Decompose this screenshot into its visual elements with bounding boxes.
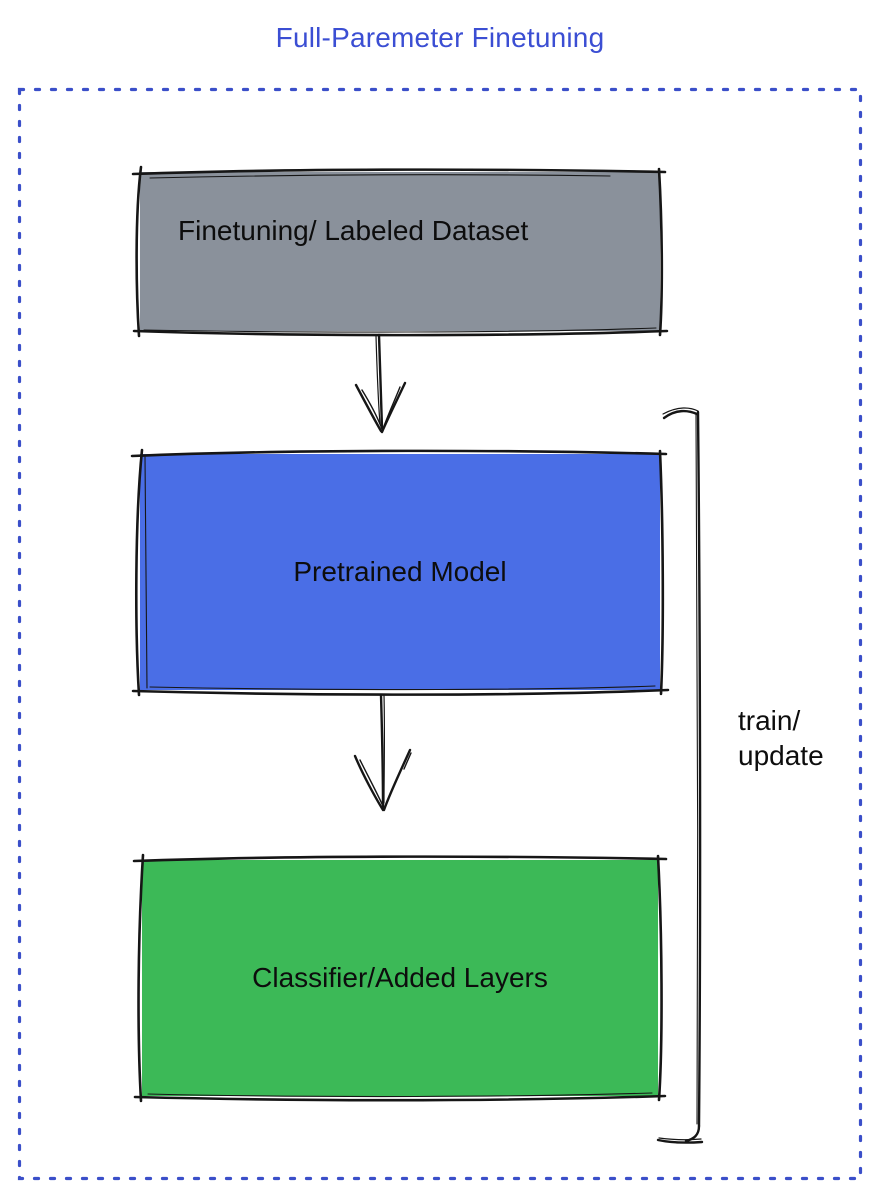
train-update-label-line1: train/ <box>738 705 801 736</box>
dashed-container-border <box>17 87 863 1181</box>
pretrained-box-label: Pretrained Model <box>293 556 507 587</box>
sketch-strokes <box>130 165 704 1144</box>
classifier-box-label: Classifier/Added Layers <box>252 962 548 993</box>
arrow-pretrained-to-classifier <box>353 693 412 812</box>
diagram-title: Full-Paremeter Finetuning <box>275 22 605 53</box>
train-update-label-line2: update <box>738 740 824 771</box>
classifier-box-fill <box>142 860 658 1096</box>
arrow-dataset-to-pretrained <box>354 333 407 434</box>
dataset-box-fill <box>140 172 660 331</box>
train-update-bracket <box>656 407 704 1144</box>
classifier-box-outline <box>132 853 668 1103</box>
train-update-label: train/ update <box>738 703 824 773</box>
dataset-box-outline <box>131 165 669 338</box>
pretrained-box-outline <box>130 448 670 697</box>
dataset-box-label: Finetuning/ Labeled Dataset <box>178 215 529 246</box>
pretrained-box-fill <box>140 454 660 690</box>
